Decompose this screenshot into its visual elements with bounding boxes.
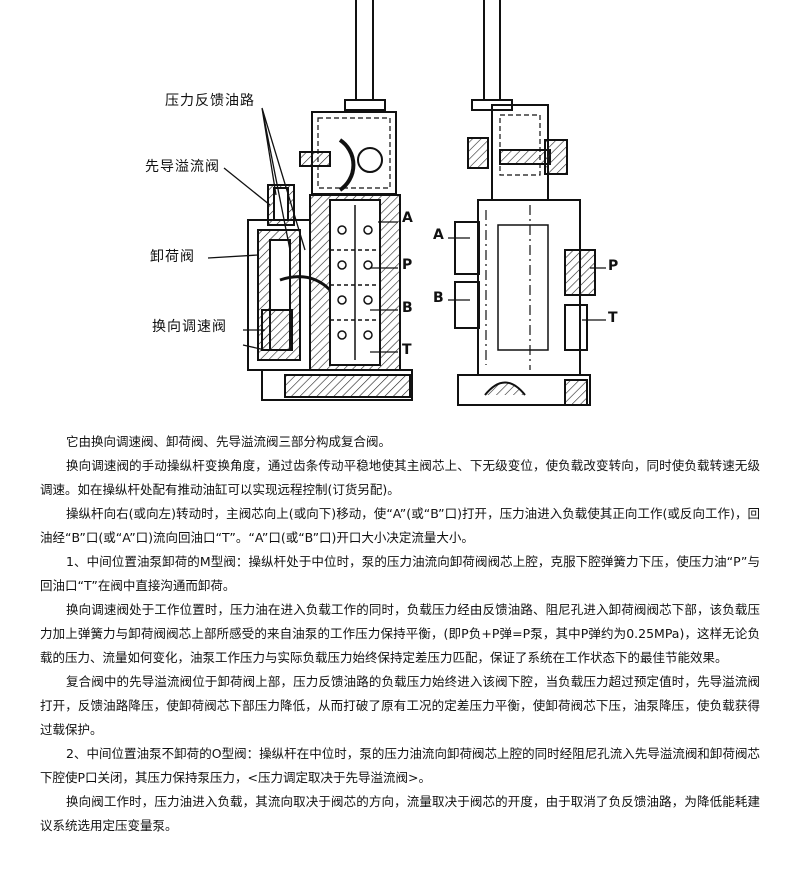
paragraph: 换向调速阀的手动操纵杆变换角度，通过齿条传动平稳地使其主阀芯上、下无级变位，使负…: [40, 458, 760, 497]
port-left-a: A: [402, 210, 413, 226]
port-left-b: B: [402, 300, 413, 316]
port-right-t: T: [608, 310, 618, 326]
port-right-b: B: [433, 290, 444, 306]
port-right-a: A: [433, 227, 444, 243]
valve-drawing: [207, 0, 606, 406]
paragraph: 1、中间位置油泵卸荷的M型阀：操纵杆处于中位时，泵的压力油流向卸荷阀阀芯上腔，克…: [40, 554, 760, 593]
paragraph: 操纵杆向右(或向左)转动时，主阀芯向上(或向下)移动，使“A”(或“B”口)打开…: [40, 506, 760, 545]
paragraph: 复合阀中的先导溢流阀位于卸荷阀上部，压力反馈油路的负载压力始终进入该阀下腔，当负…: [40, 674, 760, 737]
label-unloading: 卸荷阀: [150, 249, 195, 265]
paragraph: 它由换向调速阀、卸荷阀、先导溢流阀三部分构成复合阀。: [66, 434, 392, 449]
port-right-p: P: [608, 258, 619, 274]
paragraph: 2、中间位置油泵不卸荷的O型阀：操纵杆在中位时，泵的压力油流向卸荷阀芯上腔的同时…: [40, 746, 760, 785]
label-pilot-relief: 先导溢流阀: [145, 159, 220, 175]
label-pressure-feedback: 压力反馈油路: [165, 93, 255, 109]
label-directional-speed: 换向调速阀: [152, 319, 227, 335]
port-left-p: P: [402, 257, 413, 273]
valve-diagram: 压力反馈油路 先导溢流阀 卸荷阀 换向调速阀 A P B T A P B T: [0, 0, 788, 425]
port-left-t: T: [402, 342, 412, 358]
description-text: 它由换向调速阀、卸荷阀、先导溢流阀三部分构成复合阀。 换向调速阀的手动操纵杆变换…: [40, 430, 760, 838]
paragraph: 换向调速阀处于工作位置时，压力油在进入负载工作的同时，负载压力经由反馈油路、阻尼…: [40, 602, 760, 665]
paragraph: 换向阀工作时，压力油进入负载，其流向取决于阀芯的方向，流量取决于阀芯的开度，由于…: [40, 794, 760, 833]
